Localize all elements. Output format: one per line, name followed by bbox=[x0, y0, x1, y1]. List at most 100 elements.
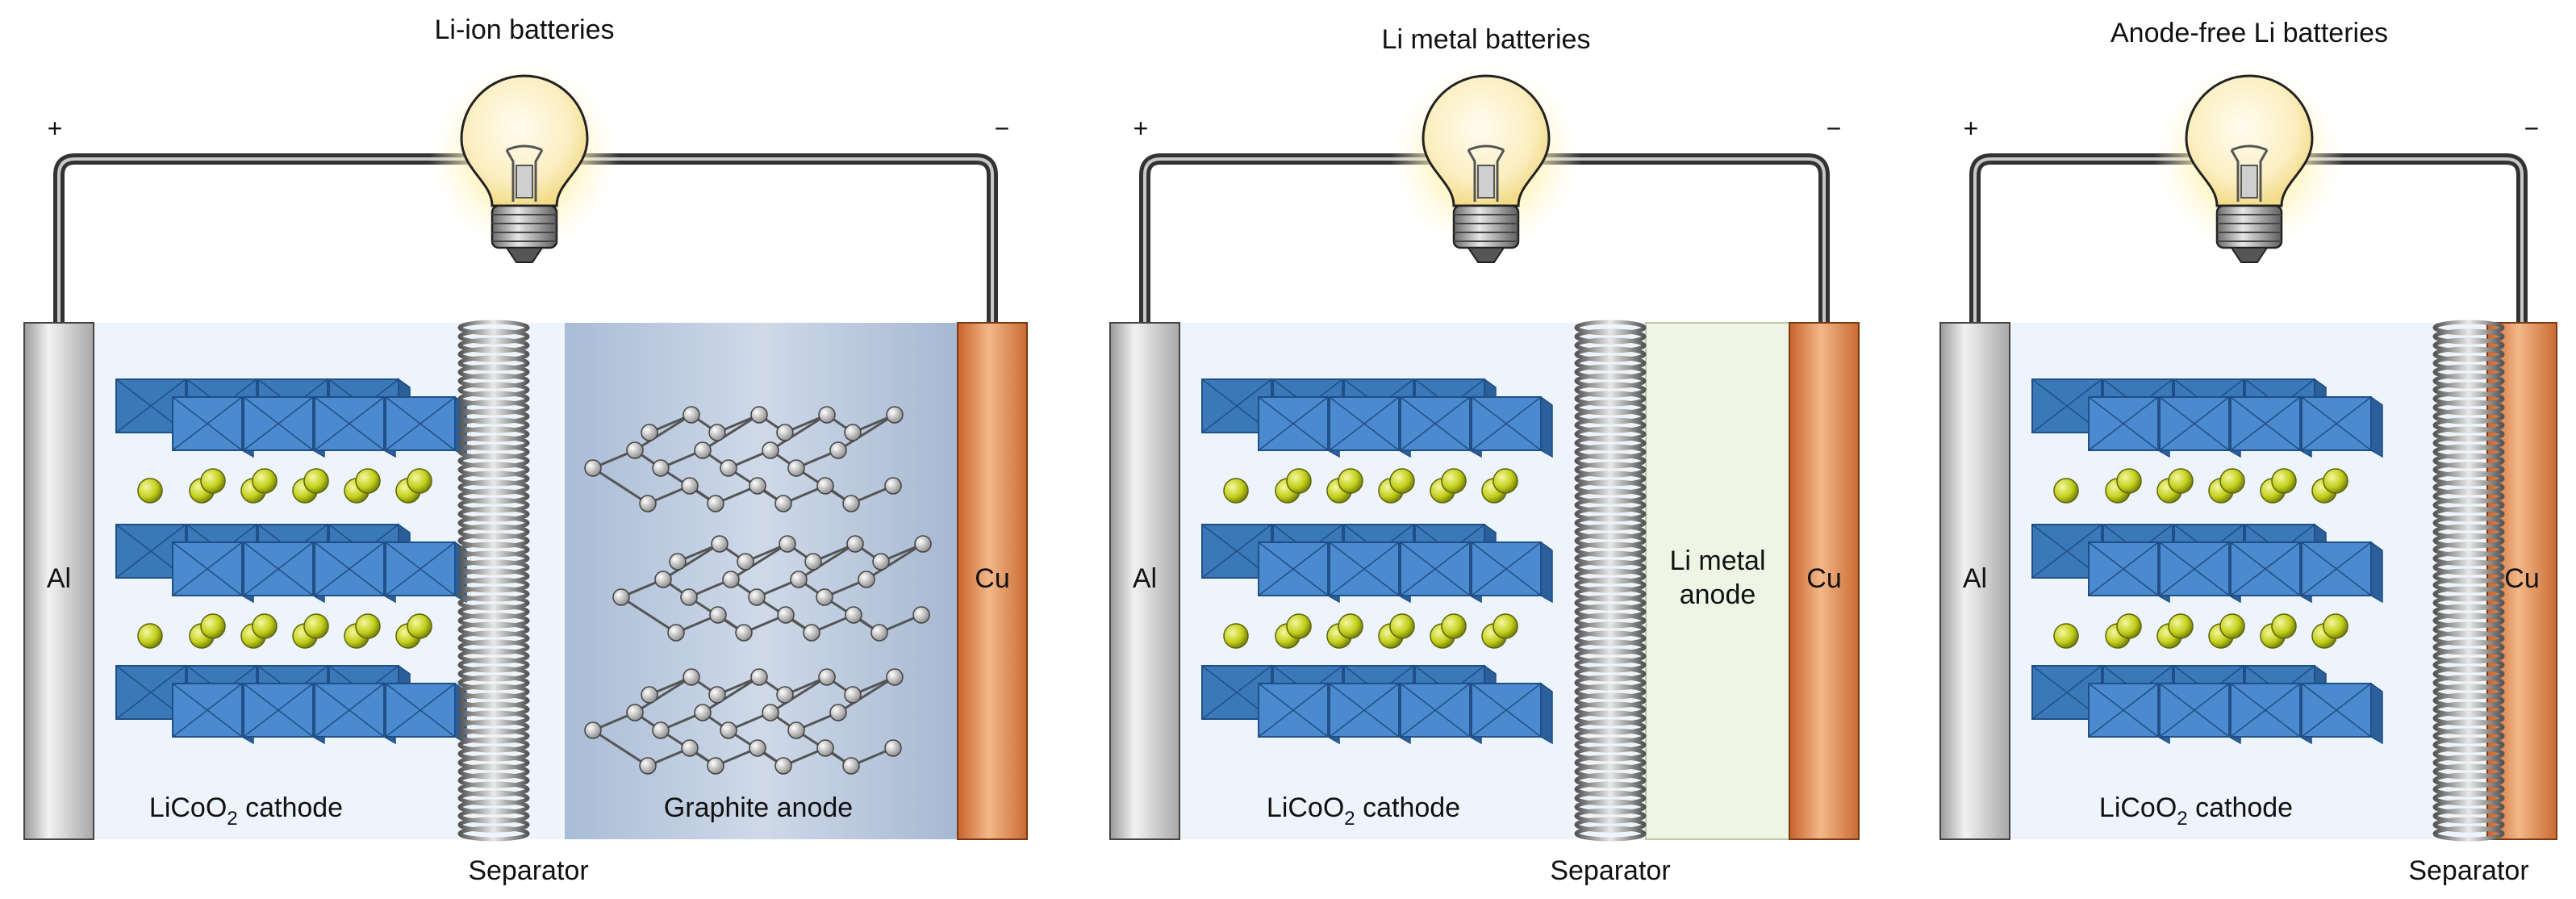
lithium-ion-icon bbox=[344, 468, 381, 504]
panel-title: Li metal batteries bbox=[1382, 24, 1591, 55]
lithium-ion-icon bbox=[1481, 613, 1518, 649]
cobalt-oxide-octahedron-icon bbox=[1258, 541, 1340, 604]
cobalt-oxide-octahedron-icon bbox=[172, 541, 254, 604]
lithium-ion-icon bbox=[344, 613, 381, 649]
cobalt-oxide-octahedron-icon bbox=[2159, 395, 2241, 458]
cobalt-oxide-octahedron-icon bbox=[1471, 395, 1553, 458]
cobalt-oxide-octahedron-icon bbox=[1400, 541, 1482, 604]
lithium-ion-icon bbox=[1481, 468, 1518, 504]
panel-title: Anode-free Li batteries bbox=[2110, 18, 2388, 48]
lithium-ion-icon bbox=[2311, 468, 2348, 504]
cobalt-oxide-octahedron-icon bbox=[2088, 541, 2170, 604]
anode-label-line2: anode bbox=[1680, 579, 1756, 610]
copper-label: Cu bbox=[1806, 563, 1841, 594]
lithium-ion-icon bbox=[189, 468, 226, 504]
cobalt-oxide-octahedron-icon bbox=[314, 541, 396, 604]
lithium-ion-icon bbox=[2311, 613, 2348, 649]
lithium-ion-icon bbox=[2156, 613, 2194, 649]
lithium-ion-icon bbox=[395, 613, 432, 649]
cathode-label: LiCoO2 cathode bbox=[149, 792, 343, 830]
cobalt-oxide-octahedron-icon bbox=[2159, 541, 2241, 604]
cobalt-oxide-octahedron-icon bbox=[2301, 395, 2383, 458]
separator-coil-icon bbox=[457, 320, 530, 842]
lithium-ion-icon bbox=[2208, 613, 2245, 649]
aluminum-label: Al bbox=[1133, 563, 1157, 594]
negative-terminal: − bbox=[995, 114, 1010, 143]
lithium-ion-icon bbox=[1275, 613, 1312, 649]
cobalt-oxide-octahedron-icon bbox=[1471, 682, 1553, 745]
positive-terminal: + bbox=[1964, 114, 1979, 143]
copper-collector bbox=[957, 322, 1028, 840]
separator-label: Separator bbox=[1550, 855, 1670, 886]
cobalt-oxide-octahedron-icon bbox=[1471, 541, 1553, 604]
graphene-layer-icon bbox=[584, 406, 904, 512]
lithium-ion-icon bbox=[1378, 468, 1415, 504]
lithium-ion-icon bbox=[1223, 623, 1249, 649]
negative-terminal: − bbox=[2524, 114, 2540, 143]
cobalt-oxide-octahedron-icon bbox=[385, 682, 467, 745]
positive-terminal: + bbox=[48, 114, 63, 143]
aluminum-collector bbox=[23, 322, 94, 840]
lithium-ion-icon bbox=[2260, 613, 2297, 649]
cathode-label: LiCoO2 cathode bbox=[2099, 792, 2293, 830]
lithium-ion-icon bbox=[2053, 623, 2079, 649]
cobalt-oxide-octahedron-icon bbox=[2301, 541, 2383, 604]
cobalt-oxide-octahedron-icon bbox=[243, 395, 325, 458]
separator-label: Separator bbox=[468, 855, 588, 886]
lithium-ion-icon bbox=[395, 468, 432, 504]
cobalt-oxide-octahedron-icon bbox=[2088, 395, 2170, 458]
lithium-ion-icon bbox=[240, 613, 278, 649]
aluminum-label: Al bbox=[1963, 563, 1987, 594]
lithium-ion-icon bbox=[2105, 613, 2142, 649]
positive-terminal: + bbox=[1134, 114, 1149, 143]
cobalt-oxide-octahedron-icon bbox=[172, 395, 254, 458]
graphene-layer-icon bbox=[612, 535, 932, 642]
lithium-ion-icon bbox=[2260, 468, 2297, 504]
cobalt-oxide-octahedron-icon bbox=[1400, 682, 1482, 745]
aluminum-collector bbox=[1939, 322, 2010, 840]
separator-coil-icon bbox=[2432, 320, 2505, 842]
lithium-ion-icon bbox=[2208, 468, 2245, 504]
lithium-ion-icon bbox=[137, 478, 163, 504]
copper-collector bbox=[1789, 322, 1860, 840]
lithium-ion-icon bbox=[292, 468, 329, 504]
separator-coil-icon bbox=[1574, 320, 1647, 842]
copper-label: Cu bbox=[975, 563, 1009, 594]
cobalt-oxide-octahedron-icon bbox=[1258, 682, 1340, 745]
anode-label: Graphite anode bbox=[664, 792, 853, 823]
cobalt-oxide-octahedron-icon bbox=[2230, 682, 2312, 745]
cobalt-oxide-octahedron-icon bbox=[2088, 682, 2170, 745]
cobalt-oxide-octahedron-icon bbox=[2301, 682, 2383, 745]
lithium-ion-icon bbox=[1430, 468, 1467, 504]
cobalt-oxide-octahedron-icon bbox=[314, 682, 396, 745]
lithium-ion-icon bbox=[189, 613, 226, 649]
lithium-ion-icon bbox=[1430, 613, 1467, 649]
cobalt-oxide-octahedron-icon bbox=[385, 395, 467, 458]
cobalt-oxide-octahedron-icon bbox=[243, 682, 325, 745]
light-bulb-icon bbox=[429, 62, 620, 263]
cobalt-oxide-octahedron-icon bbox=[2159, 682, 2241, 745]
light-bulb-icon bbox=[2154, 62, 2344, 263]
copper-label: Cu bbox=[2504, 563, 2539, 594]
lithium-ion-icon bbox=[1223, 478, 1249, 504]
light-bulb-icon bbox=[1391, 62, 1581, 263]
cobalt-oxide-octahedron-icon bbox=[1400, 395, 1482, 458]
cobalt-oxide-octahedron-icon bbox=[1329, 682, 1411, 745]
lithium-ion-icon bbox=[292, 613, 329, 649]
lithium-ion-icon bbox=[137, 623, 163, 649]
lithium-ion-icon bbox=[1326, 613, 1363, 649]
negative-terminal: − bbox=[1827, 114, 1842, 143]
lithium-ion-icon bbox=[2105, 468, 2142, 504]
lithium-ion-icon bbox=[2156, 468, 2194, 504]
li-metal-anode-region bbox=[1645, 322, 1790, 840]
lithium-ion-icon bbox=[240, 468, 278, 504]
graphite-anode-region bbox=[565, 323, 958, 839]
cobalt-oxide-octahedron-icon bbox=[1329, 395, 1411, 458]
cobalt-oxide-octahedron-icon bbox=[2230, 541, 2312, 604]
lithium-ion-icon bbox=[1326, 468, 1363, 504]
cobalt-oxide-octahedron-icon bbox=[314, 395, 396, 458]
cobalt-oxide-octahedron-icon bbox=[385, 541, 467, 604]
